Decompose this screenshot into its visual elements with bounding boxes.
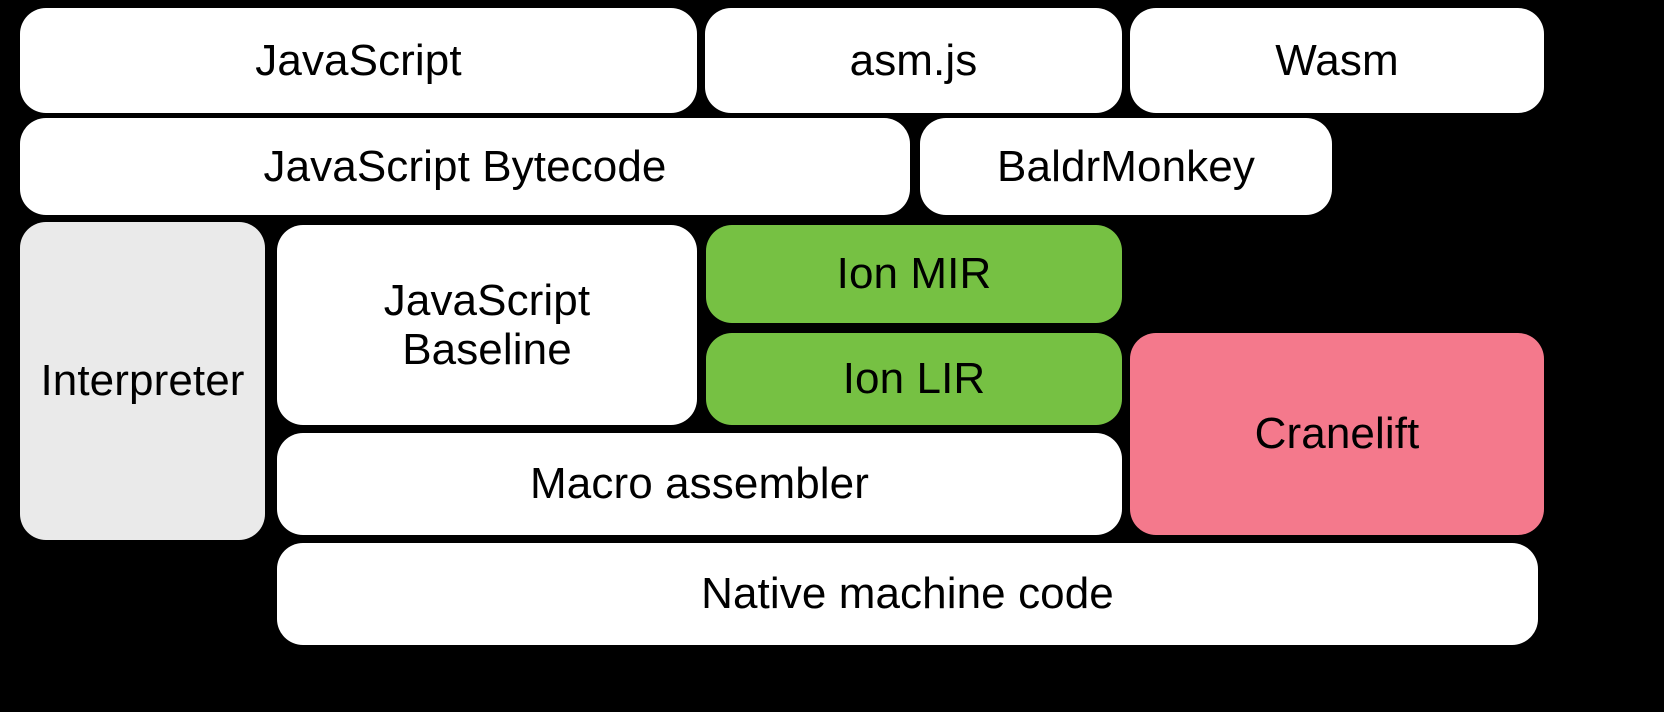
node-wasm[interactable]: Wasm <box>1130 8 1544 113</box>
node-label-cranelift: Cranelift <box>1254 409 1420 459</box>
node-label-wasm: Wasm <box>1275 35 1399 85</box>
node-label-ion-lir: Ion LIR <box>842 354 986 404</box>
node-baldrmonkey[interactable]: BaldrMonkey <box>920 118 1332 215</box>
node-label-interpreter: Interpreter <box>40 356 245 406</box>
node-label-native-code: Native machine code <box>701 569 1114 619</box>
node-js-bytecode[interactable]: JavaScript Bytecode <box>20 118 910 215</box>
node-label-js-baseline: JavaScript Baseline <box>383 275 591 374</box>
node-label-javascript: JavaScript <box>255 35 462 85</box>
node-js-baseline[interactable]: JavaScript Baseline <box>277 225 697 425</box>
node-javascript[interactable]: JavaScript <box>20 8 697 113</box>
node-ion-lir[interactable]: Ion LIR <box>706 333 1122 425</box>
node-asmjs[interactable]: asm.js <box>705 8 1122 113</box>
node-label-baldrmonkey: BaldrMonkey <box>997 141 1255 191</box>
node-native-code[interactable]: Native machine code <box>277 543 1538 645</box>
node-ion-mir[interactable]: Ion MIR <box>706 225 1122 323</box>
node-cranelift[interactable]: Cranelift <box>1130 333 1544 535</box>
node-label-asmjs: asm.js <box>849 35 978 85</box>
node-macro-asm[interactable]: Macro assembler <box>277 433 1122 535</box>
node-label-ion-mir: Ion MIR <box>836 249 992 299</box>
node-label-js-bytecode: JavaScript Bytecode <box>263 141 667 191</box>
node-label-macro-asm: Macro assembler <box>530 459 869 509</box>
node-interpreter[interactable]: Interpreter <box>20 222 265 540</box>
